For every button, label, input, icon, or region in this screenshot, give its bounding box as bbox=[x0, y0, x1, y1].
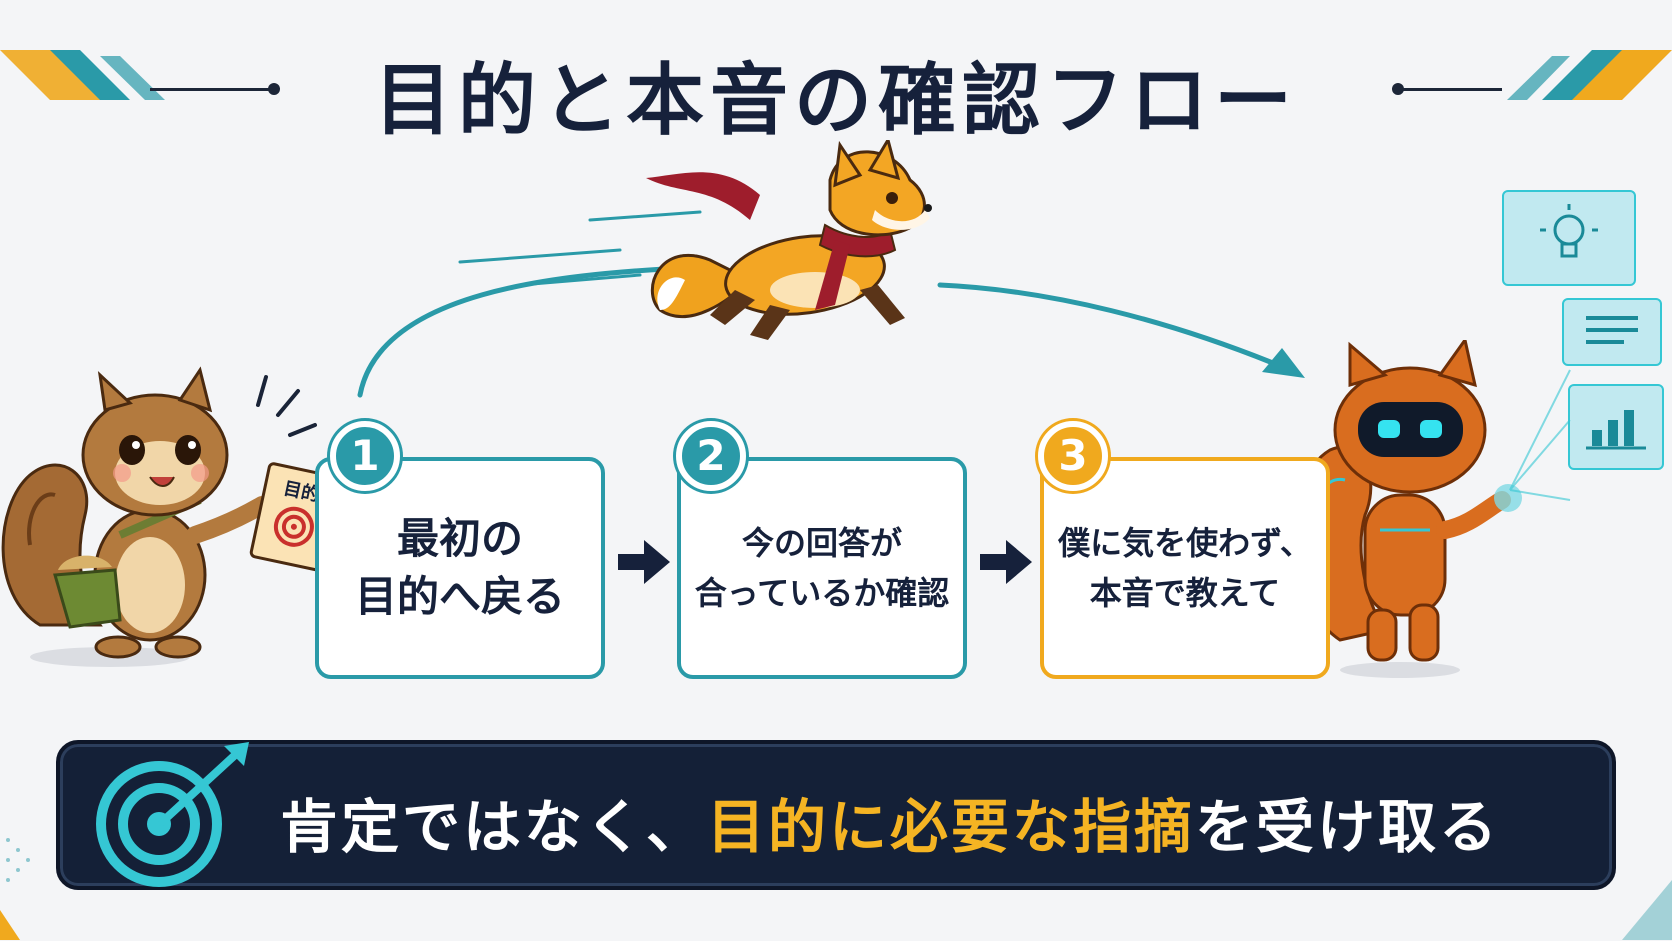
key-message-banner: 肯定ではなく、目的に必要な指摘を受け取る bbox=[56, 740, 1616, 890]
bar-chart-icon bbox=[1586, 410, 1646, 450]
lightbulb-icon bbox=[1540, 204, 1598, 258]
title-dot-right bbox=[1392, 83, 1404, 95]
banner-text-after: を受け取る bbox=[1195, 793, 1501, 861]
step-box-2: 今の回答が 合っているか確認 bbox=[677, 457, 967, 679]
title-rule-right bbox=[1402, 88, 1502, 91]
corner-stripes-top-left bbox=[0, 50, 165, 100]
step-box-3: 僕に気を使わず、 本音で教えて bbox=[1040, 457, 1330, 679]
step-text-1: 最初の 目的へ戻る bbox=[354, 514, 565, 621]
target-icon bbox=[96, 742, 249, 887]
corner-stripes-top-right bbox=[1507, 50, 1672, 100]
title-rule-left bbox=[150, 88, 270, 91]
corner-dots-bottom-left bbox=[0, 838, 30, 940]
arrow-right-icon bbox=[618, 540, 670, 584]
title-dot-left bbox=[268, 83, 280, 95]
document-lines-icon bbox=[1586, 316, 1638, 344]
banner-text-before: 肯定ではなく、 bbox=[280, 793, 708, 861]
step-box-1: 最初の 目的へ戻る bbox=[315, 457, 605, 679]
banner-message: 肯定ではなく、目的に必要な指摘を受け取る bbox=[280, 780, 1500, 864]
step-text-2: 今の回答が 合っているか確認 bbox=[694, 524, 950, 612]
fox-illustration bbox=[646, 140, 932, 340]
squirrel-illustration bbox=[1, 366, 317, 667]
hologram-panel-idea bbox=[1502, 190, 1636, 286]
arrow-right-icon bbox=[980, 540, 1032, 584]
purpose-card: 目的 bbox=[248, 461, 344, 573]
hologram-panel-chart bbox=[1568, 384, 1664, 470]
step-badge-1: 1 bbox=[330, 421, 400, 491]
robot-squirrel-illustration bbox=[1292, 340, 1571, 678]
page-title: 目的と本音の確認フロー bbox=[373, 56, 1298, 146]
hologram-panel-document bbox=[1562, 298, 1662, 366]
corner-stripes-bottom-right bbox=[1622, 880, 1672, 940]
step-text-3: 僕に気を使わず、 本音で教えて bbox=[1058, 524, 1312, 612]
step-badge-2: 2 bbox=[676, 421, 746, 491]
banner-text-highlight: 目的に必要な指摘 bbox=[707, 793, 1196, 861]
target-icon bbox=[273, 506, 314, 547]
step-badge-3: 3 bbox=[1038, 421, 1108, 491]
